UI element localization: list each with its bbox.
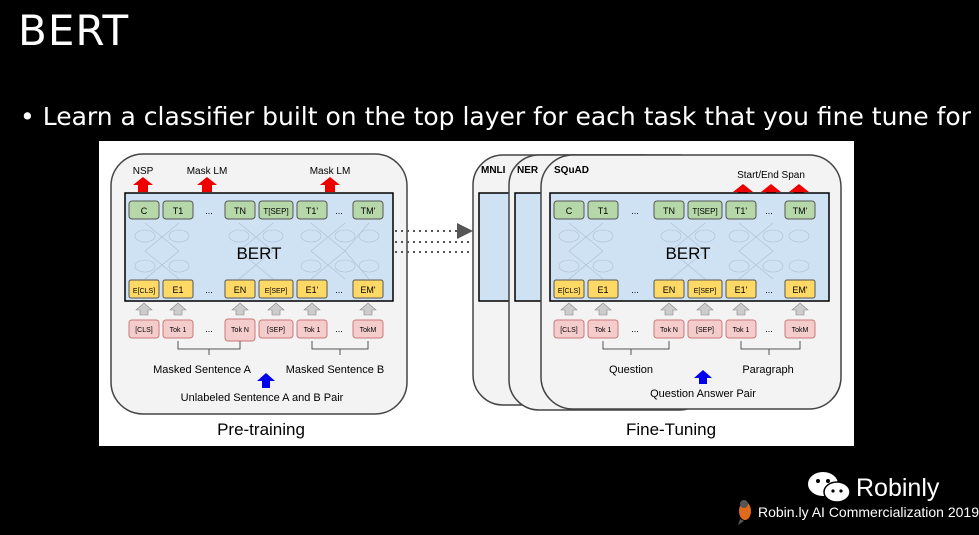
out-t1: T1 xyxy=(173,206,184,216)
emb-ellipsis-2: ... xyxy=(335,285,343,295)
head-mask-lm: Mask LM xyxy=(187,166,228,177)
tok-m: TokM xyxy=(360,327,377,334)
tok-ellipsis: ... xyxy=(205,324,213,334)
ft-out-c: C xyxy=(566,206,573,216)
ft-emb-en: EN xyxy=(663,285,676,295)
out-tsep: T[SEP] xyxy=(263,207,288,216)
attention-lines xyxy=(134,222,380,280)
ft-out-ellipsis-2: ... xyxy=(765,206,773,216)
pretraining-caption: Pre-training xyxy=(217,420,305,439)
bert-diagram: NSP Mask LM Mask LM BERT C T1 ... TN T[S… xyxy=(99,141,854,446)
emb-e1p: E1' xyxy=(306,285,319,295)
bracket-b xyxy=(311,341,369,355)
robin-bird-icon xyxy=(738,500,751,525)
tok-sep: [SEP] xyxy=(267,327,285,334)
bullet-text: Learn a classifier built on the top laye… xyxy=(42,102,971,131)
out-t1p: T1' xyxy=(306,206,319,216)
pretrain-outputs xyxy=(128,200,384,220)
brand-name: Robinly xyxy=(856,474,940,502)
mask-lm-arrow-icon xyxy=(320,177,340,192)
out-tm: TM' xyxy=(361,206,376,216)
emb-ellipsis: ... xyxy=(205,285,213,295)
emb-cls: E[CLS] xyxy=(133,288,155,295)
ft-tok-m: TokM xyxy=(792,327,809,334)
ft-tok-1: Tok 1 xyxy=(595,327,612,334)
emb-sep: E[SEP] xyxy=(265,288,288,295)
ft-tok-ellipsis: ... xyxy=(631,324,639,334)
pretrain-token-arrows xyxy=(135,302,377,316)
slide-title: BERT xyxy=(18,6,130,55)
ft-emb-em: EM' xyxy=(792,285,808,295)
task-ner: NER xyxy=(517,165,539,176)
tok-ellipsis-2: ... xyxy=(335,324,343,334)
ft-emb-sep: E[SEP] xyxy=(694,288,717,295)
ft-tok-n: Tok N xyxy=(660,327,678,334)
ft-out-tm: TM' xyxy=(793,206,808,216)
task-mnli: MNLI xyxy=(481,165,506,176)
pretrain-head-arrows xyxy=(133,177,340,192)
ft-tok-1p: Tok 1 xyxy=(733,327,750,334)
nsp-arrow-icon xyxy=(133,177,153,192)
ft-tok-cls: [CLS] xyxy=(560,327,578,334)
finetuning-caption: Fine-Tuning xyxy=(626,420,716,439)
pretrain-input-label: Unlabeled Sentence A and B Pair xyxy=(181,392,344,404)
ft-out-t1: T1 xyxy=(598,206,609,216)
out-ellipsis: ... xyxy=(205,206,213,216)
finetune-input-label: Question Answer Pair xyxy=(650,388,756,400)
tok-n: Tok N xyxy=(231,327,249,334)
tok-1p: Tok 1 xyxy=(304,327,321,334)
input-arrow-icon xyxy=(257,373,275,388)
paragraph-label: Paragraph xyxy=(742,364,793,376)
emb-en: EN xyxy=(234,285,247,295)
ft-emb-ellipsis-2: ... xyxy=(765,285,773,295)
task-squad: SQuAD xyxy=(554,165,589,176)
slide-bullet: • Learn a classifier built on the top la… xyxy=(20,102,971,131)
pretrain-embeddings xyxy=(128,279,384,299)
out-c: C xyxy=(141,206,148,216)
ft-out-tsep: T[SEP] xyxy=(692,207,717,216)
ft-out-t1p: T1' xyxy=(735,206,748,216)
ft-tok-sep: [SEP] xyxy=(696,327,714,334)
masked-sentence-b: Masked Sentence B xyxy=(286,364,384,376)
head-span: Start/End Span xyxy=(737,170,805,181)
ft-emb-e1p: E1' xyxy=(735,285,748,295)
ft-input-arrow-icon xyxy=(694,370,712,384)
mask-lm-arrow-icon xyxy=(197,177,217,192)
head-mask-lm-2: Mask LM xyxy=(310,166,351,177)
finetuning-panels: MNLI NER SQuAD Start/End Span BERT xyxy=(472,154,842,411)
out-tn: TN xyxy=(234,206,246,216)
head-nsp: NSP xyxy=(133,166,154,177)
question-label: Question xyxy=(609,364,653,376)
ft-emb-cls: E[CLS] xyxy=(558,288,580,295)
pretrain-bert-label: BERT xyxy=(236,244,281,263)
ft-out-tn: TN xyxy=(663,206,675,216)
pretrain-tokens xyxy=(128,318,384,342)
watermark-line: Robin.ly AI Commercialization 2019 xyxy=(758,504,979,520)
tok-1: Tok 1 xyxy=(170,327,187,334)
ft-emb-e1: E1 xyxy=(597,285,608,295)
ft-tok-ellipsis-2: ... xyxy=(765,324,773,334)
finetune-bert-label: BERT xyxy=(665,244,710,263)
emb-e1: E1 xyxy=(172,285,183,295)
out-ellipsis-2: ... xyxy=(335,206,343,216)
masked-sentence-a: Masked Sentence A xyxy=(153,364,252,376)
wechat-icon xyxy=(808,472,851,503)
pretraining-panel: NSP Mask LM Mask LM BERT C T1 ... TN T[S… xyxy=(110,153,408,415)
tok-cls: [CLS] xyxy=(135,327,153,334)
ft-out-ellipsis: ... xyxy=(631,206,639,216)
ft-emb-ellipsis: ... xyxy=(631,285,639,295)
emb-em: EM' xyxy=(360,285,376,295)
bracket-a xyxy=(177,341,241,355)
